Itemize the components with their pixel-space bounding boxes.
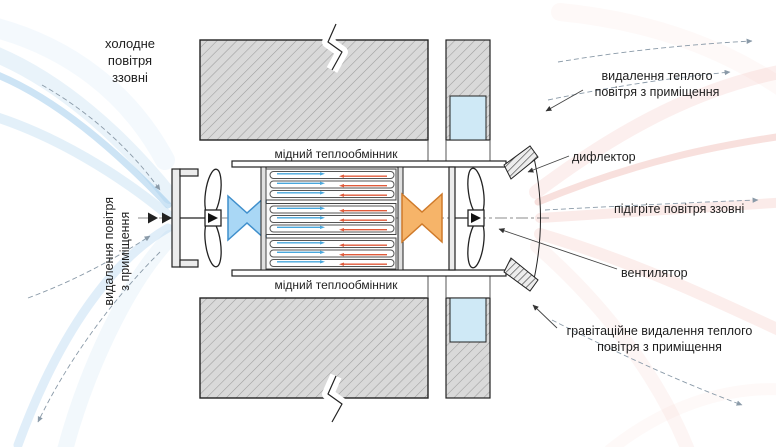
right-fan-support [448,166,456,271]
insulation-panel-bottom [449,297,487,343]
label-warm-air-removal: видалення теплого повітря з приміщення [594,69,720,100]
wall-inner-layer-bottom [445,297,491,399]
warm-air-arrow [401,192,443,244]
label-gravity-removal: гравітаційне видалення теплого повітря з… [566,324,753,355]
left-fan [180,168,222,268]
leader-lines [498,89,618,329]
insulation-panel-top [449,95,487,141]
right-fan-direction-arrow [471,213,481,223]
wall-inner-layer-top [445,39,491,141]
label-fan: вентилятор [621,266,688,280]
label-preheated-air: підігріте повітря ззовні [614,202,745,216]
cold-air-streams [0,18,178,447]
deflector [503,145,541,292]
inlet-direction-arrows [148,212,172,224]
flow-direction-arrows [27,38,759,423]
heat-exchanger-core [260,166,404,271]
right-fan [455,167,485,269]
label-heat-exchanger-top: мідний теплообмінник [274,147,398,161]
left-fan-direction-arrow [208,213,218,223]
wall-bottom [199,297,429,425]
label-cold-air-outside: холодне повітря ззовні [105,36,155,85]
wall-opening-lines [427,140,491,298]
wall-top [199,21,429,141]
label-exhaust-air-from-room: видалення повітря з приміщення [101,196,132,306]
warm-air-streams [529,3,776,447]
label-heat-exchanger-bottom: мідний теплообмінник [274,278,398,292]
cold-air-arrow [227,194,267,242]
label-deflector: дифлектор [572,150,636,164]
